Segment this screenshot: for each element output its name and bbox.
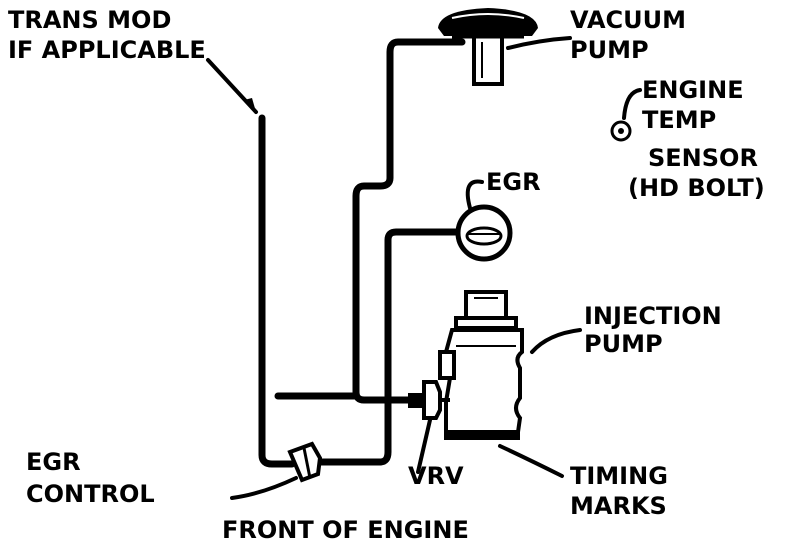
egr-control-label: EGR xyxy=(26,448,81,476)
egr-label: EGR xyxy=(486,168,541,196)
vrv-label: VRV xyxy=(408,462,464,490)
vacuum-pump-body xyxy=(472,34,504,86)
vrv-valve xyxy=(408,380,450,420)
egr-control-label-line2: CONTROL xyxy=(26,480,155,508)
vacuum-pump-diaphragm xyxy=(438,8,538,36)
trans-mod-label-line2: IF APPLICABLE xyxy=(8,36,206,64)
engine-temp-sensor-icon xyxy=(610,120,632,142)
injection-pump xyxy=(438,290,524,440)
front-of-engine-label: FRONT OF ENGINE xyxy=(222,516,469,544)
sensor-label: SENSOR xyxy=(648,144,758,172)
egr-valve xyxy=(455,204,513,262)
engine-temp-leader xyxy=(622,88,642,120)
vacuum-pump-leader xyxy=(506,36,572,50)
vrv-leader xyxy=(416,418,432,474)
trans-mod-hose xyxy=(258,114,296,468)
timing-marks-label: TIMING xyxy=(570,462,668,490)
vacuum-pump xyxy=(438,8,538,86)
timing-marks-leader xyxy=(498,444,564,478)
timing-marks-label-line2: MARKS xyxy=(570,492,667,520)
engine-temp-label-line2: TEMP xyxy=(642,106,716,134)
injection-pump-leader xyxy=(530,328,582,354)
timing-marks-flange xyxy=(444,432,520,440)
injection-pump-top xyxy=(464,290,508,320)
injection-pump-label-line2: PUMP xyxy=(584,330,663,358)
engine-temp-label: ENGINE xyxy=(642,76,744,104)
injection-pump-label: INJECTION xyxy=(584,302,722,330)
egr-leader xyxy=(465,179,484,210)
egr-control-valve xyxy=(287,441,323,483)
trans-mod-label: TRANS MOD xyxy=(8,6,171,34)
vacuum-pump-label-line2: PUMP xyxy=(570,36,649,64)
egr-control-leader xyxy=(230,476,298,500)
vacuum-pump-label: VACUUM xyxy=(570,6,686,34)
egr-control-to-pump-hose xyxy=(312,228,464,466)
sensor-label-line2: (HD BOLT) xyxy=(628,174,765,202)
